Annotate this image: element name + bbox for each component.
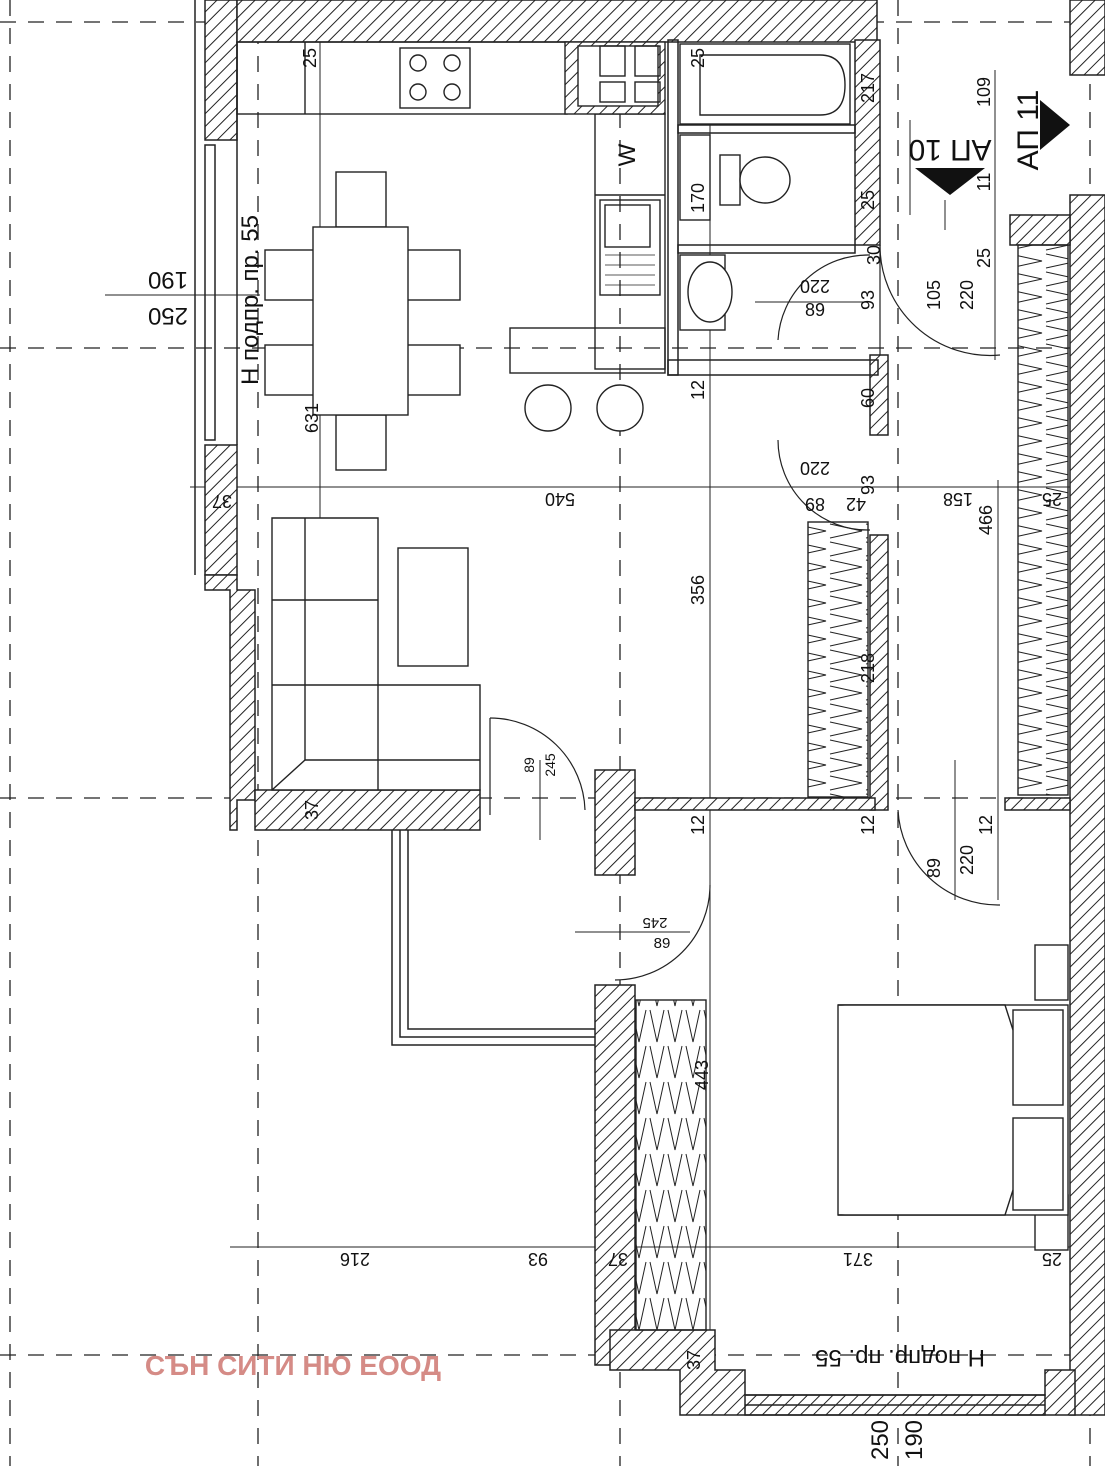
dim-220-mid: 220 — [800, 458, 830, 478]
dim-89-mid: 89 — [805, 494, 825, 514]
dim-12-b: 12 — [858, 815, 878, 835]
dim-105: 105 — [924, 280, 944, 310]
bed — [837, 944, 1069, 1251]
dim-12-a: 12 — [688, 815, 708, 835]
dining-set — [264, 171, 461, 471]
watermark: СЪН СИТИ НЮ ЕООД — [145, 1350, 441, 1381]
label-window-top-lower: 250 — [148, 302, 188, 329]
dim-109: 109 — [974, 77, 994, 107]
dim-25-kitchen: 25 — [300, 48, 320, 68]
dim-443: 443 — [692, 1060, 712, 1090]
dim-37-bottom: 37 — [302, 800, 322, 820]
dim-37-corner: 37 — [684, 1350, 704, 1370]
dim-12-c: 12 — [976, 815, 996, 835]
outline-walls — [194, 0, 1046, 1416]
dim-220-corr: 220 — [957, 280, 977, 310]
bearing-walls — [204, 0, 1105, 1416]
label-floor-level-bottom: Н подпр. пр. 55 — [815, 1344, 985, 1371]
label-apartment-right: АП 11 — [1012, 90, 1045, 171]
dim-25-bath: 25 — [688, 48, 708, 68]
dim-11: 11 — [974, 173, 994, 192]
label-window-bottom-left: 250 — [867, 1420, 894, 1460]
dim-93-bath: 93 — [858, 290, 878, 310]
dim-216: 216 — [340, 1249, 370, 1269]
dim-12-top: 12 — [688, 380, 708, 400]
label-apartment-left: АП 10 — [909, 133, 992, 166]
dim-37-left: 37 — [212, 491, 232, 511]
dim-220-bath: 220 — [800, 276, 830, 296]
dim-60: 60 — [858, 388, 878, 408]
dim-93-low: 93 — [528, 1249, 548, 1269]
dim-42: 42 — [846, 494, 866, 514]
dim-158: 158 — [943, 489, 973, 509]
label-floor-level-top: Н подпр. пр. 55 — [237, 215, 264, 385]
dim-245-door: 245 — [542, 753, 558, 777]
sofa — [271, 517, 481, 791]
dim-25-low: 25 — [1042, 1249, 1062, 1269]
bar-stools — [524, 384, 644, 432]
dim-25-right: 25 — [1042, 489, 1062, 509]
dim-245-lower: 245 — [642, 914, 667, 931]
dim-218: 218 — [858, 653, 878, 683]
kitchen-counter — [236, 41, 666, 374]
label-washer: W — [614, 143, 641, 166]
dim-25-wc: 25 — [858, 190, 878, 210]
label-window-bottom-right: 190 — [901, 1420, 928, 1460]
dim-170: 170 — [688, 183, 708, 213]
dim-30: 30 — [864, 245, 884, 265]
dim-540: 540 — [545, 489, 575, 509]
dim-631: 631 — [302, 403, 322, 433]
dim-93-mid: 93 — [858, 475, 878, 495]
dim-37-low: 37 — [608, 1249, 628, 1269]
apartment-markers — [915, 100, 1070, 195]
dim-89-lower: 89 — [654, 935, 671, 952]
dim-25-corr: 25 — [974, 248, 994, 268]
dim-466: 466 — [976, 505, 996, 535]
dim-89-door: 89 — [521, 757, 537, 773]
wardrobes — [635, 244, 1069, 1331]
dim-89-bath: 89 — [805, 300, 825, 320]
dim-217: 217 — [858, 73, 878, 103]
dim-356: 356 — [688, 575, 708, 605]
dim-371: 371 — [843, 1249, 873, 1269]
label-window-top-upper: 190 — [148, 266, 188, 293]
dim-220-bed: 220 — [957, 845, 977, 875]
bathroom-fixtures — [679, 43, 851, 331]
dim-89-bed: 89 — [924, 858, 944, 878]
